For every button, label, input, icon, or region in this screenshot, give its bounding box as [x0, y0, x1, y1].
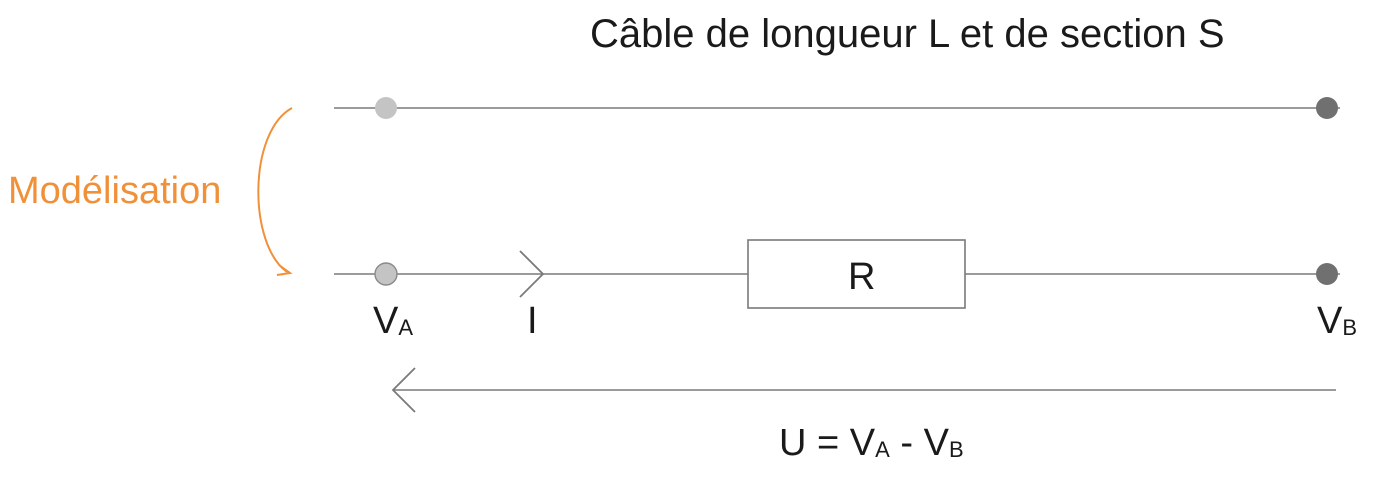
formula-term2-main: V: [923, 422, 949, 464]
node-b-label: VB: [1317, 302, 1357, 340]
modeling-label: Modélisation: [8, 170, 222, 212]
current-arrowhead: [519, 250, 545, 298]
modeling-bracket: [257, 107, 293, 273]
current-label: I: [527, 300, 538, 342]
node-b-main: V: [1317, 300, 1343, 342]
formula-term1-sub: A: [875, 437, 890, 462]
formula-term1-main: V: [849, 422, 876, 464]
node-a-sub: A: [398, 315, 414, 340]
formula-lhs: U =: [779, 422, 850, 464]
cable-end-b: [1316, 97, 1338, 119]
formula-term2-sub: B: [948, 437, 964, 462]
node-a-main: V: [373, 300, 399, 342]
modeling-bracket-arrowhead: [276, 264, 293, 276]
voltage-arrowhead: [391, 367, 416, 413]
node-a-label: VA: [373, 302, 413, 340]
cable-end-a: [375, 97, 397, 119]
formula-minus: -: [889, 422, 924, 464]
node-b: [1316, 263, 1338, 285]
voltage-formula: U = VA - VB: [779, 424, 964, 462]
resistor-label: R: [848, 256, 876, 298]
node-a: [374, 262, 398, 286]
node-b-sub: B: [1342, 315, 1358, 340]
resistor-box: [747, 239, 966, 309]
diagram-title: Câble de longueur L et de section S: [590, 12, 1225, 56]
